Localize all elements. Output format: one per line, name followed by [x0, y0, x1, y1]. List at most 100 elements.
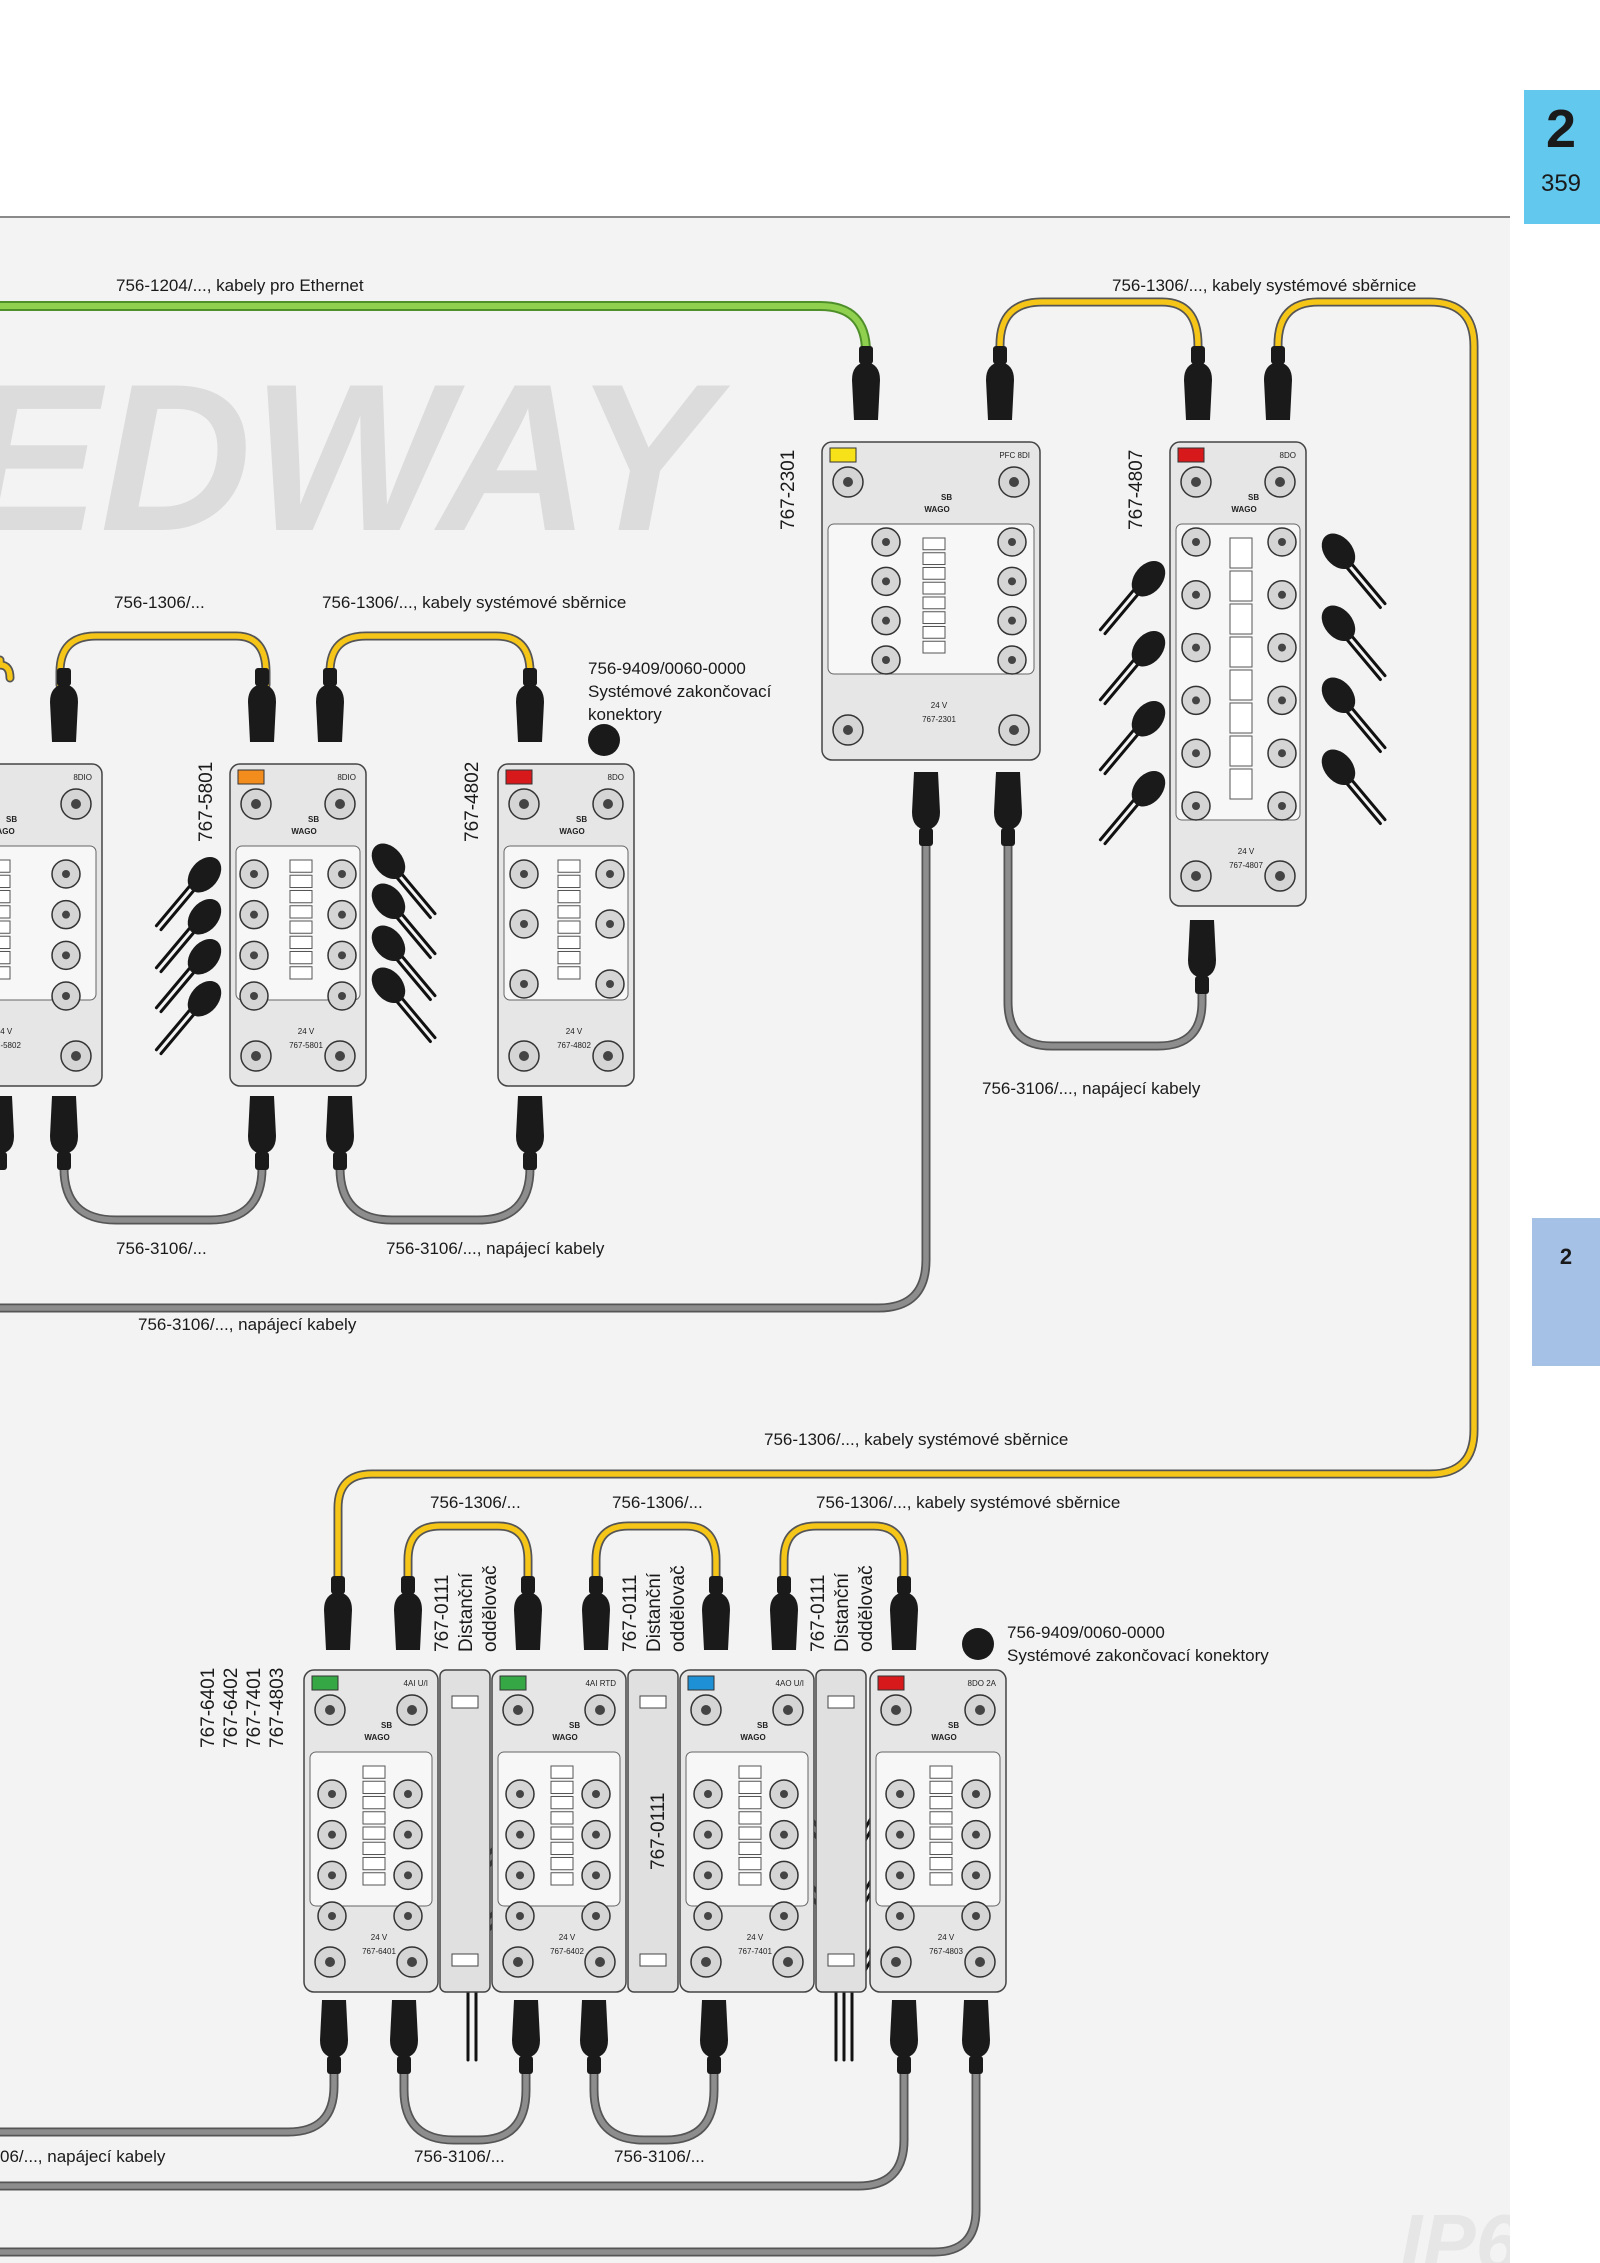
socket-pin	[1278, 538, 1286, 546]
socket-pin	[1008, 616, 1016, 625]
connector-strain	[0, 1152, 7, 1170]
label-power-bottom-1: 756-3106/...	[414, 2147, 505, 2166]
label-power-long: 756-3106/..., napájecí kabely	[138, 1315, 357, 1334]
module-panel	[0, 845, 97, 1001]
socket-pin	[250, 992, 258, 1000]
sensor-head	[371, 843, 406, 880]
socket-pin	[325, 1705, 335, 1715]
socket-pin	[1192, 590, 1200, 599]
socket-pin	[251, 799, 261, 809]
module-code-label: 767-4803	[929, 1947, 963, 1956]
socket-pin	[1278, 643, 1286, 652]
socket-pin	[338, 910, 346, 919]
spacer-housing	[439, 1669, 491, 1993]
socket-pin	[1278, 749, 1286, 758]
connector-strain	[523, 1152, 537, 1170]
sensor-head	[1321, 749, 1356, 786]
led-window	[738, 1841, 762, 1855]
spacer-label-2: oddělovač	[480, 1565, 501, 1652]
power-cables	[0, 795, 1207, 2257]
chapter-number: 2	[1545, 99, 1577, 159]
socket-pin	[592, 1912, 600, 1920]
brand-logo: WAGO	[0, 827, 15, 836]
sb-label: SB	[948, 1721, 959, 1730]
sensor-head	[1321, 533, 1356, 570]
connector-body	[890, 1592, 918, 1650]
socket-pin	[891, 1705, 901, 1715]
sensor-plug	[371, 843, 437, 919]
connector-plug	[770, 1576, 798, 1650]
connector-strain	[327, 2056, 341, 2074]
header-rule	[0, 216, 1510, 218]
led-window	[922, 552, 946, 565]
sb-label: SB	[569, 1721, 580, 1730]
power-cable	[1003, 795, 1207, 1051]
socket-pin	[1192, 538, 1200, 546]
group-code-7401: 767-7401	[244, 1668, 265, 1748]
socket-pin	[704, 1830, 712, 1839]
spacer-slot	[451, 1695, 479, 1709]
socket-pin	[251, 1051, 261, 1061]
code-767-5801: 767-5801	[196, 762, 217, 842]
socket-pin	[896, 1871, 904, 1880]
connector-strain	[523, 668, 537, 686]
power-cable	[59, 1115, 267, 1225]
connector-body	[890, 2000, 918, 2058]
sensor-plug	[1321, 605, 1387, 681]
socket-pin	[404, 1830, 412, 1839]
led-window	[289, 890, 313, 904]
socket-pin	[335, 1051, 345, 1061]
connector-strain	[897, 2056, 911, 2074]
socket-pin	[1275, 477, 1285, 487]
connector-strain	[519, 2056, 533, 2074]
power-cable	[0, 2025, 909, 2191]
system-bus-cable-outline	[55, 631, 271, 690]
module-type: PFC 8DI	[999, 451, 1030, 460]
socket-pin	[513, 1957, 523, 1967]
socket-pin	[975, 1705, 985, 1715]
connector-body	[512, 2000, 540, 2058]
led-window	[550, 1811, 574, 1825]
led-window	[1229, 702, 1253, 734]
brand-logo: WAGO	[931, 1733, 956, 1742]
module-type: 8DO	[1280, 451, 1296, 460]
connector-strain	[709, 1576, 723, 1594]
socket-pin	[520, 980, 528, 988]
connector-body	[1264, 362, 1292, 420]
brand-logo: WAGO	[1231, 505, 1256, 514]
sensor-head	[1321, 605, 1356, 642]
group-code-6401: 767-6401	[198, 1668, 219, 1748]
spacer-label-1: Distanční	[644, 1572, 665, 1652]
sensor-head	[371, 925, 406, 962]
socket-pin	[603, 799, 613, 809]
label-terminator-1-line1: 756-9409/0060-0000	[588, 659, 746, 678]
system-bus-cables	[0, 297, 1479, 1597]
power-cable-core	[61, 1117, 265, 1223]
connector-strain	[589, 1576, 603, 1594]
label-sysbus-bottom-3: 756-1306/..., kabely systémové sběrnice	[816, 1493, 1120, 1512]
sensor-plug	[371, 925, 437, 1001]
sensor-head	[1131, 560, 1166, 597]
led-window	[738, 1857, 762, 1871]
system-bus-cable	[333, 297, 1479, 1597]
side-tab[interactable]: 2	[1532, 1218, 1600, 1366]
page-number: 359	[1540, 170, 1582, 197]
spacer-block	[627, 1669, 679, 1993]
label-sysbus-bottom-1: 756-1306/...	[430, 1493, 521, 1512]
code-767-4802: 767-4802	[462, 762, 483, 842]
watermark-text: EDWAY	[0, 340, 730, 575]
sb-label: SB	[576, 815, 587, 824]
sensor-plug	[154, 980, 222, 1056]
connector-body	[702, 1592, 730, 1650]
led-window	[362, 1780, 386, 1794]
led-window	[362, 1857, 386, 1871]
led-window	[362, 1841, 386, 1855]
sensor-plug	[1321, 533, 1387, 609]
led-window	[289, 920, 313, 934]
connector-plug	[580, 2000, 608, 2074]
connector-strain	[1271, 346, 1285, 364]
brand-logo: WAGO	[740, 1733, 765, 1742]
module-code-label: 767-6402	[550, 1947, 584, 1956]
